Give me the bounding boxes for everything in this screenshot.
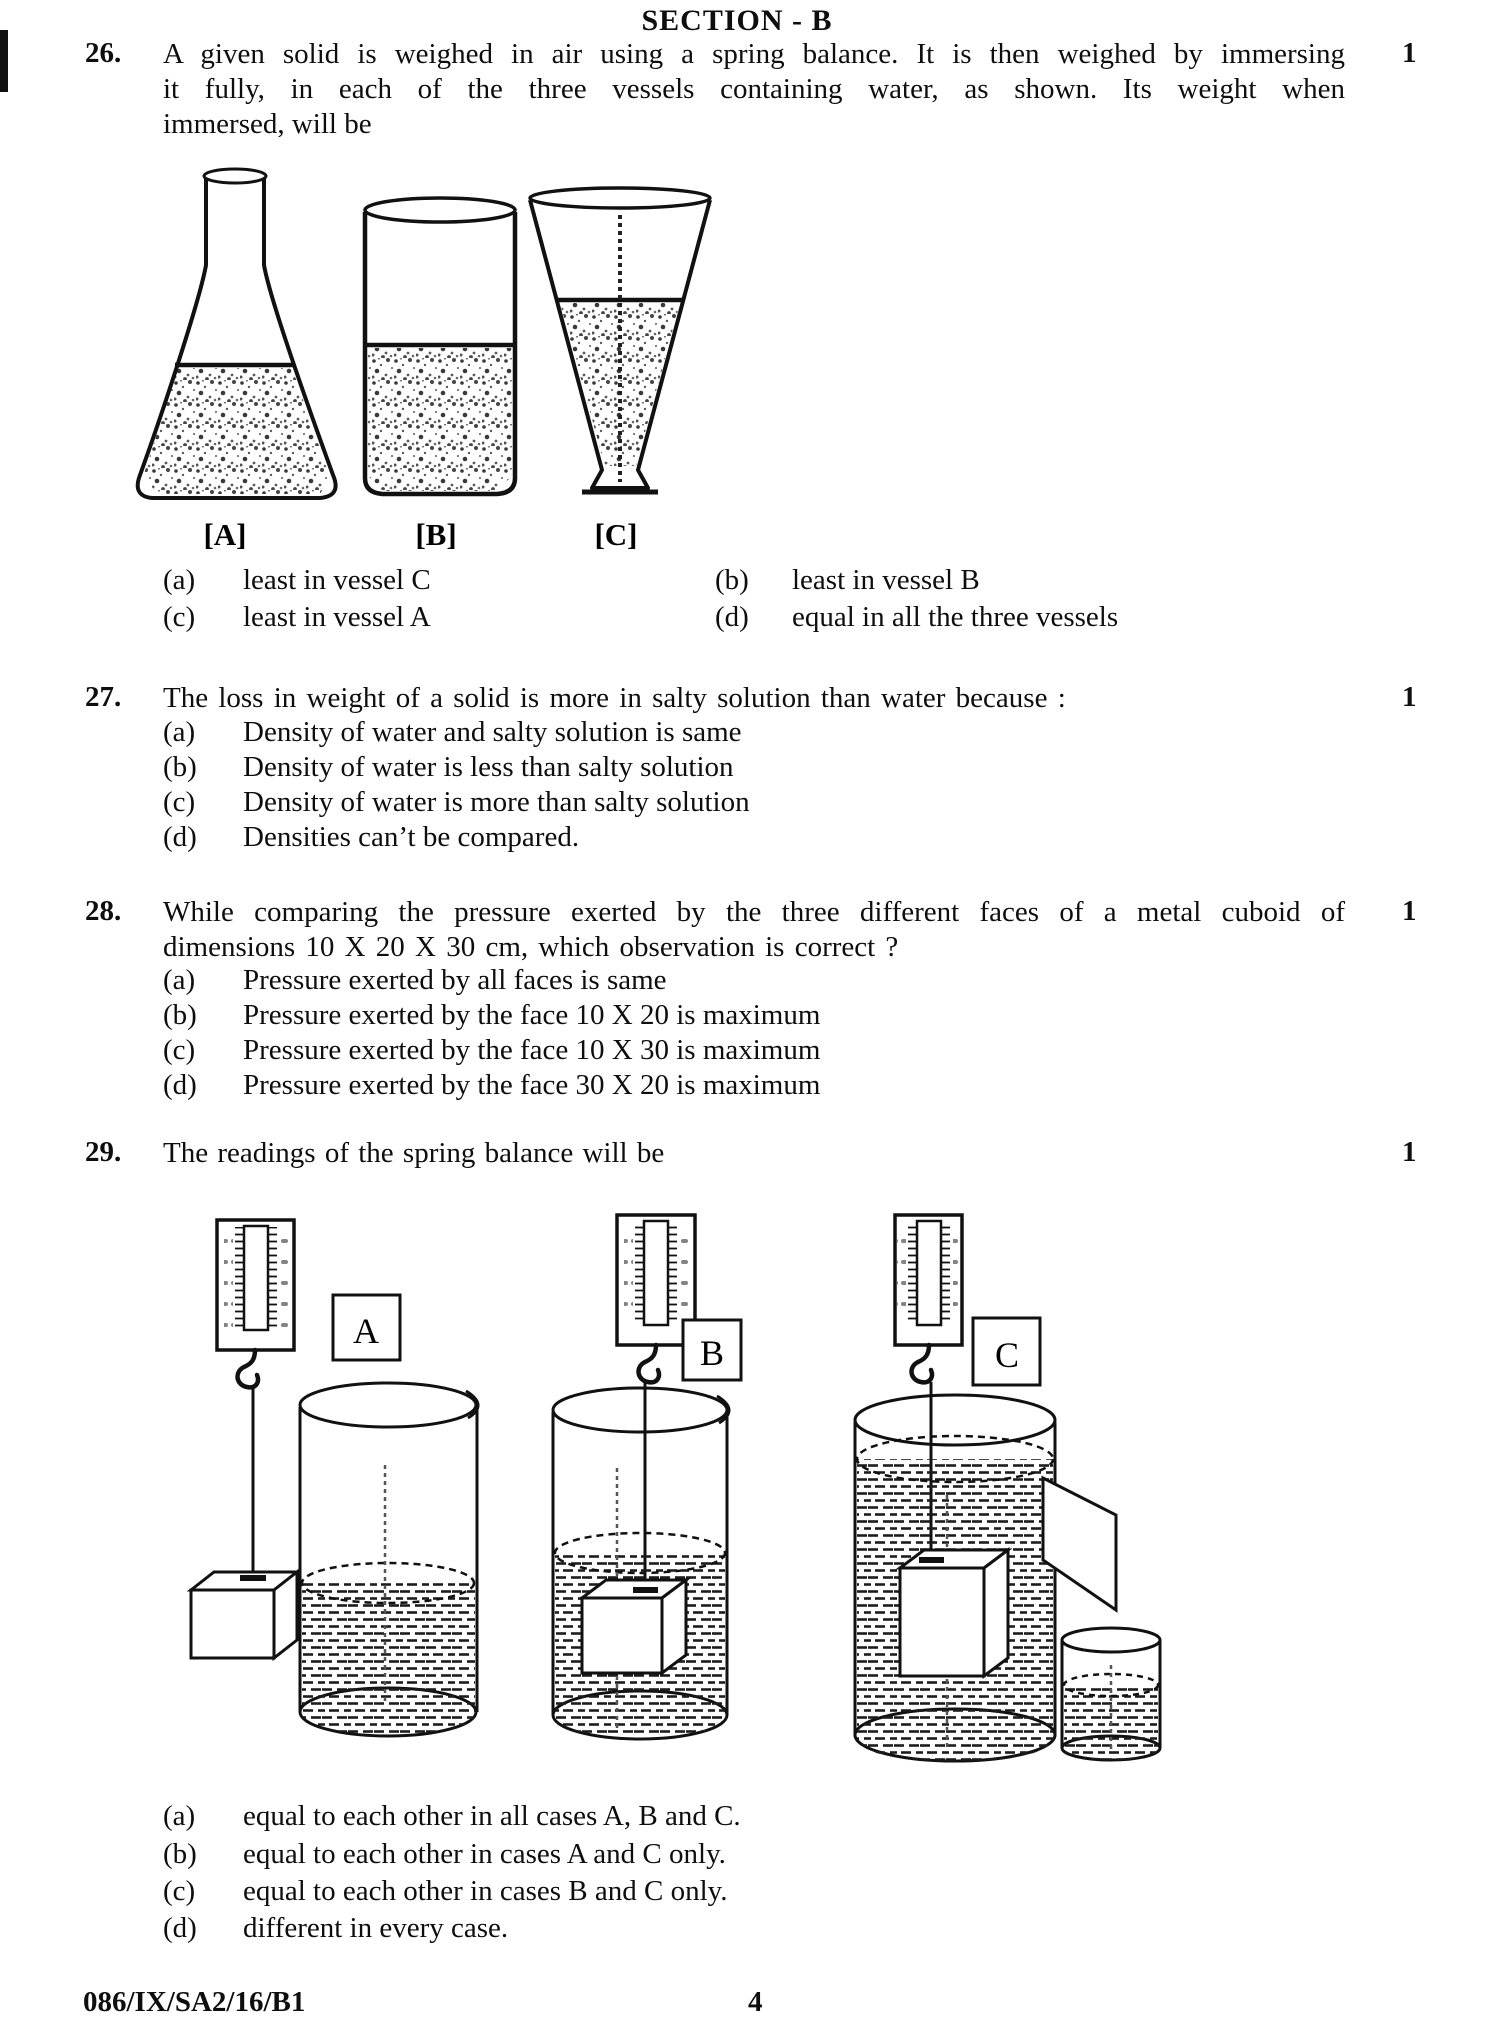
q26-option-c-label: (c)	[163, 601, 196, 633]
q27-option-c-label: (c)	[163, 786, 196, 818]
beaker-a	[298, 1381, 480, 1738]
water-speckle	[368, 348, 512, 491]
figure-spring-balances: A	[186, 1213, 1162, 1763]
vessel-b-caption: [B]	[415, 517, 456, 552]
water-surface	[553, 1531, 727, 1575]
q28-option-b-label: (b)	[163, 999, 197, 1031]
question-29-line: The readings of the spring balance will …	[163, 1137, 665, 1169]
water-surface	[300, 1561, 476, 1605]
q29-option-d-text: different in every case.	[243, 1912, 509, 1944]
q26-option-d-label: (d)	[715, 601, 749, 633]
overflow-spout	[1041, 1475, 1118, 1613]
water-dashes	[302, 1583, 475, 1734]
q26-option-b-text: least in vessel B	[792, 564, 980, 596]
hook-icon	[909, 1342, 935, 1385]
collecting-beaker	[1060, 1626, 1162, 1762]
vessel-c-conical-measure	[528, 186, 712, 495]
water-speckle	[143, 368, 330, 494]
question-27-marks: 1	[1402, 681, 1417, 713]
q28-option-a-text: Pressure exerted by all faces is same	[243, 964, 667, 996]
q26-option-a-label: (a)	[163, 564, 196, 596]
q27-option-d-text: Densities can’t be compared.	[243, 821, 580, 853]
q27-option-d-label: (d)	[163, 821, 197, 853]
label-letter-b: B	[700, 1333, 724, 1373]
question-26-number: 26.	[85, 37, 122, 69]
q27-option-b-text: Density of water is less than salty solu…	[243, 751, 734, 783]
question-29-number: 29.	[85, 1136, 122, 1168]
q28-option-d-text: Pressure exerted by the face 30 X 20 is …	[243, 1069, 821, 1101]
q26-option-b-label: (b)	[715, 564, 749, 596]
question-27-number: 27.	[85, 681, 122, 713]
beaker-spout	[716, 1394, 731, 1425]
scan-artifact	[0, 30, 8, 92]
vessel-b-beaker	[362, 196, 518, 497]
label-box-b: B	[681, 1318, 743, 1382]
vessel-a-caption: [A]	[203, 517, 246, 552]
hook-icon	[235, 1347, 261, 1390]
question-28-line-1: While comparing the pressure exerted by …	[163, 896, 1345, 928]
beaker-b	[551, 1386, 731, 1741]
q27-option-a-label: (a)	[163, 716, 196, 748]
q29-option-a-label: (a)	[163, 1800, 196, 1832]
q29-option-c-text: equal to each other in cases B and C onl…	[243, 1875, 728, 1907]
setup-a: A	[186, 1218, 480, 1738]
vessel-a-conical-flask	[135, 167, 338, 500]
question-28-line-2: dimensions 10 X 20 X 30 cm, which observ…	[163, 931, 899, 963]
spring-balance-b	[615, 1213, 697, 1347]
question-26-line-3: immersed, will be	[163, 108, 372, 140]
setup-b: B	[551, 1213, 743, 1741]
question-26-marks: 1	[1402, 37, 1417, 69]
question-29-marks: 1	[1402, 1136, 1417, 1168]
balance-scale-slot	[242, 1224, 270, 1332]
q27-option-a-text: Density of water and salty solution is s…	[243, 716, 742, 748]
q28-option-c-text: Pressure exerted by the face 10 X 30 is …	[243, 1034, 821, 1066]
q29-option-b-label: (b)	[163, 1838, 197, 1870]
page-number: 4	[748, 1986, 763, 2018]
label-letter-a: A	[353, 1311, 379, 1351]
block-c	[895, 1547, 1013, 1679]
q29-option-d-label: (d)	[163, 1912, 197, 1944]
q27-option-c-text: Density of water is more than salty solu…	[243, 786, 750, 818]
balance-scale-slot	[915, 1219, 943, 1327]
beaker-spout	[465, 1389, 480, 1420]
section-heading: SECTION - B	[641, 4, 833, 37]
q29-option-c-label: (c)	[163, 1875, 196, 1907]
q26-option-d-text: equal in all the three vessels	[792, 601, 1119, 633]
water-surface	[1062, 1672, 1160, 1698]
label-box-c: C	[971, 1316, 1042, 1387]
q27-option-b-label: (b)	[163, 751, 197, 783]
question-26-line-2: it fully, in each of the three vessels c…	[163, 73, 1345, 105]
balance-scale-slot	[642, 1219, 670, 1327]
question-28-marks: 1	[1402, 895, 1417, 927]
question-28-number: 28.	[85, 895, 122, 927]
water-surface	[855, 1434, 1055, 1484]
q26-option-a-text: least in vessel C	[243, 564, 431, 596]
setup-c: C	[853, 1213, 1162, 1763]
q26-option-c-text: least in vessel A	[243, 601, 431, 633]
spring-balance-a	[215, 1218, 296, 1352]
block-a	[186, 1568, 302, 1662]
q28-option-c-label: (c)	[163, 1034, 196, 1066]
block-b	[577, 1577, 691, 1676]
q28-option-d-label: (d)	[163, 1069, 197, 1101]
label-letter-c: C	[995, 1335, 1019, 1375]
question-27-line: The loss in weight of a solid is more in…	[163, 682, 1066, 714]
q28-option-a-label: (a)	[163, 964, 196, 996]
q29-option-a-text: equal to each other in all cases A, B an…	[243, 1800, 741, 1832]
label-box-a: A	[331, 1293, 402, 1362]
q28-option-b-text: Pressure exerted by the face 10 X 20 is …	[243, 999, 821, 1031]
hook-icon	[636, 1342, 662, 1385]
spring-balance-c	[893, 1213, 964, 1347]
paper-code: 086/IX/SA2/16/B1	[83, 1986, 306, 2018]
vessel-c-caption: [C]	[594, 517, 637, 552]
question-26-line-1: A given solid is weighed in air using a …	[163, 38, 1345, 70]
q29-option-b-text: equal to each other in cases A and C onl…	[243, 1838, 726, 1870]
figure-three-vessels: [A] [B] [C]	[135, 167, 712, 552]
